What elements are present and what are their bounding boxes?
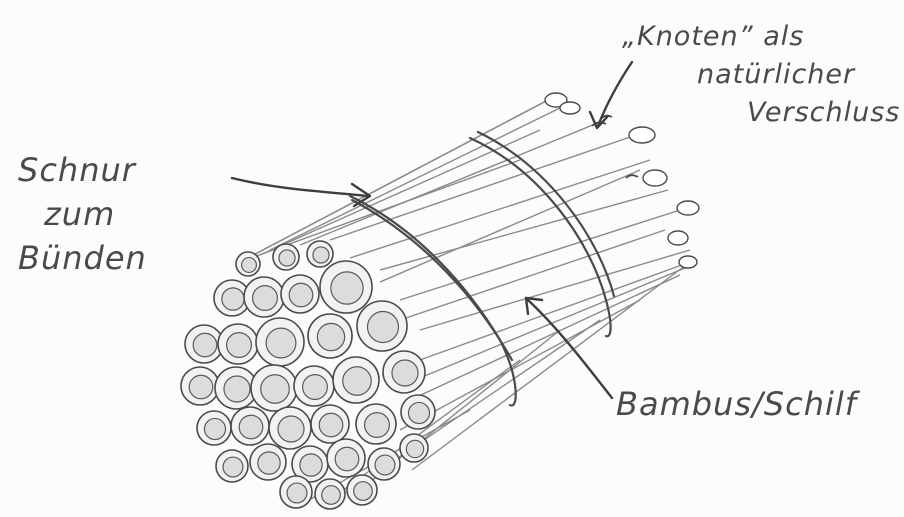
tube-end [320, 261, 372, 313]
tube-end [368, 448, 400, 480]
tube-end [197, 411, 231, 445]
tube-end [236, 252, 260, 276]
arrow-bamboo [528, 300, 612, 398]
stem-line [400, 230, 665, 320]
tube-hollow [223, 457, 243, 477]
label-line: Schnur [18, 148, 147, 192]
tube-end [273, 244, 299, 270]
label-bamboo-reed: Bambus/Schilf [616, 384, 857, 424]
stem-line [330, 135, 636, 240]
tube-end [400, 434, 428, 462]
tube-hollow [189, 375, 213, 399]
tube-hollow [354, 482, 373, 501]
label-string-for-binding: Schnur zum Bünden [18, 148, 147, 280]
tube-hollow [193, 333, 217, 357]
stem-line [260, 130, 540, 255]
tube-hollow [322, 486, 341, 505]
tube-end [315, 479, 345, 509]
tube-end [294, 366, 334, 406]
tube-hollow [289, 283, 313, 307]
tube-hollow [343, 367, 372, 396]
tube-hollow [224, 376, 250, 402]
tube-hollow [242, 258, 257, 273]
stem-line [380, 190, 668, 270]
tube-hollow [287, 483, 307, 503]
label-line: zum [18, 192, 147, 236]
tube-end [251, 365, 297, 411]
stem-line [420, 250, 690, 330]
bamboo-tube-ends [181, 241, 435, 509]
label-knot-closure: „Knoten” als natürlicher Verschluss [622, 18, 900, 132]
tube-end [356, 404, 396, 444]
tube-back-end [668, 231, 688, 245]
tube-hollow [406, 440, 423, 457]
tube-end [357, 301, 407, 351]
tube-end [244, 277, 284, 317]
stem-line [350, 160, 650, 258]
tube-hollow [408, 402, 429, 423]
tube-end [347, 475, 377, 505]
tube-end [281, 275, 319, 313]
tube-hollow [300, 454, 322, 476]
tube-hollow [239, 415, 263, 439]
label-line: „Knoten” als [622, 18, 900, 56]
stem-line [270, 108, 560, 250]
tube-end [250, 444, 286, 480]
tube-end [308, 314, 352, 358]
tube-end [218, 324, 258, 364]
tube-end [231, 407, 269, 445]
tube-hollow [317, 323, 344, 350]
tube-hollow [279, 250, 295, 266]
tube-hollow [261, 375, 290, 404]
binding-string-back [478, 132, 614, 296]
stem-line [400, 300, 640, 430]
tube-end [327, 439, 365, 477]
tube-hollow [368, 312, 399, 343]
tube-end [269, 407, 311, 449]
tube-hollow [392, 360, 418, 386]
tube-end [280, 476, 312, 508]
stem-line [300, 122, 600, 245]
tube-end [307, 241, 333, 267]
tube-back-end [679, 256, 697, 268]
tube-end [311, 405, 349, 443]
label-line: natürlicher [622, 56, 900, 94]
stem-line [410, 275, 680, 400]
tube-end [216, 450, 248, 482]
tube-hollow [375, 455, 395, 475]
tube-hollow [278, 416, 304, 442]
tube-hollow [258, 452, 280, 474]
label-line: Verschluss [622, 94, 900, 132]
tube-end [333, 357, 379, 403]
label-line: Bünden [18, 236, 147, 280]
tube-hollow [222, 288, 244, 310]
tube-hollow [303, 375, 328, 400]
tube-hollow [365, 413, 390, 438]
tube-hollow [266, 328, 296, 358]
tube-back-end [643, 170, 667, 186]
tube-end [256, 318, 304, 366]
tube-hollow [313, 247, 329, 263]
tube-back-end [677, 201, 699, 215]
tube-hollow [204, 418, 225, 439]
tube-end [181, 367, 219, 405]
tube-hollow [335, 447, 359, 471]
tube-end [401, 395, 435, 429]
tube-hollow [319, 413, 343, 437]
tube-hollow [331, 272, 363, 304]
arrow-string [232, 178, 368, 196]
tube-end [383, 351, 425, 393]
tube-hollow [253, 286, 278, 311]
tube-hollow [227, 333, 252, 358]
tube-back-end [560, 102, 580, 114]
